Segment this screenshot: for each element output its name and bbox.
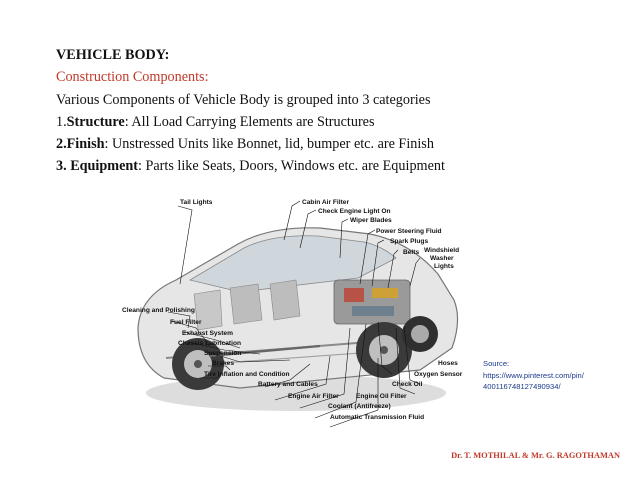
item-term: 2.Finish: [56, 136, 105, 153]
label-chassis-lubrication: Chassis Lubrication: [178, 340, 241, 347]
label-auto-trans-fluid: Automatic Transmission Fluid: [330, 414, 424, 421]
car-cutaway-illustration: Tail Lights Cabin Air Filter Check Engin…: [122, 199, 463, 428]
label-battery-cables: Battery and Cables: [258, 381, 318, 388]
label-coolant: Coolant (Antifreeze): [328, 403, 391, 410]
label-check-engine-light: Check Engine Light On: [318, 208, 391, 215]
label-belts: Belts: [403, 249, 419, 256]
label-cabin-air-filter: Cabin Air Filter: [302, 199, 349, 206]
label-brakes: Brakes: [212, 360, 234, 367]
label-washer: Washer: [430, 255, 454, 262]
label-tail-lights: Tail Lights: [180, 199, 213, 206]
source-label: Source:: [483, 359, 510, 368]
intro-line: Various Components of Vehicle Body is gr…: [56, 91, 431, 108]
label-check-oil: Check Oil: [392, 381, 423, 388]
label-windshield: Windshield: [424, 247, 459, 254]
label-spark-plugs: Spark Plugs: [390, 238, 428, 245]
source-url-line-1: https://www.pinterest.com/pin/: [483, 370, 584, 380]
label-tire-inflation: Tire Inflation and Condition: [204, 371, 290, 378]
slide-subheading: Construction Components:: [56, 69, 209, 86]
label-wiper-blades: Wiper Blades: [350, 217, 392, 224]
item-structure: 1.Structure: All Load Carrying Elements …: [56, 111, 626, 133]
item-finish: 2.Finish: Unstressed Units like Bonnet, …: [56, 133, 626, 155]
label-fuel-filter: Fuel Filter: [170, 319, 202, 326]
label-suspension: Suspension: [204, 350, 241, 357]
item-equipment: 3. Equipment: Parts like Seats, Doors, W…: [56, 155, 626, 177]
source-note: Source: https://www.pinterest.com/pin/ 4…: [483, 358, 633, 393]
car-components-figure: Tail Lights Cabin Air Filter Check Engin…: [120, 188, 472, 432]
slide-heading: VEHICLE BODY:: [56, 47, 170, 63]
text-block: VEHICLE BODY: Construction Components: V…: [56, 44, 626, 178]
label-lights: Lights: [434, 263, 454, 270]
item-prefix: 1.: [56, 113, 67, 130]
label-cleaning-polishing: Cleaning and Polishing: [122, 307, 195, 314]
item-term: 3. Equipment: [56, 158, 138, 175]
label-power-steering-fluid: Power Steering Fluid: [376, 228, 442, 235]
item-text: : Parts like Seats, Doors, Windows etc. …: [138, 158, 445, 175]
label-oxygen-sensor: Oxygen Sensor: [414, 371, 463, 378]
label-exhaust-system: Exhaust System: [182, 330, 233, 337]
author-footer: Dr. T. MOTHILAL & Mr. G. RAGOTHAMAN: [451, 451, 620, 460]
source-url-line-2: 400116748127490934/: [483, 382, 561, 392]
label-engine-oil-filter: Engine Oil Filter: [356, 393, 407, 400]
item-text: : All Load Carrying Elements are Structu…: [124, 113, 375, 130]
label-hoses: Hoses: [438, 360, 458, 367]
label-engine-air-filter: Engine Air Filter: [288, 393, 339, 400]
item-term: Structure: [66, 113, 125, 130]
item-text: : Unstressed Units like Bonnet, lid, bum…: [104, 136, 434, 153]
